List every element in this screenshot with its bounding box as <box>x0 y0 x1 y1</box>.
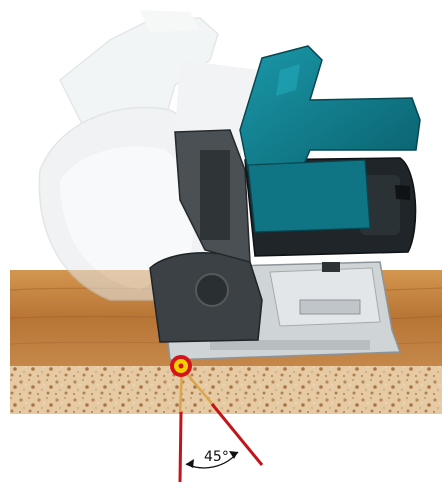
angle-lines <box>178 403 264 483</box>
particle-board <box>10 366 442 414</box>
angle-arc-icon <box>185 451 239 469</box>
blade-guard <box>149 129 263 343</box>
pivot-point-icon <box>170 355 192 377</box>
ghost-tilted-saw <box>38 10 270 301</box>
saw-body-teal <box>239 45 421 233</box>
angle-label: 45° <box>204 449 229 465</box>
